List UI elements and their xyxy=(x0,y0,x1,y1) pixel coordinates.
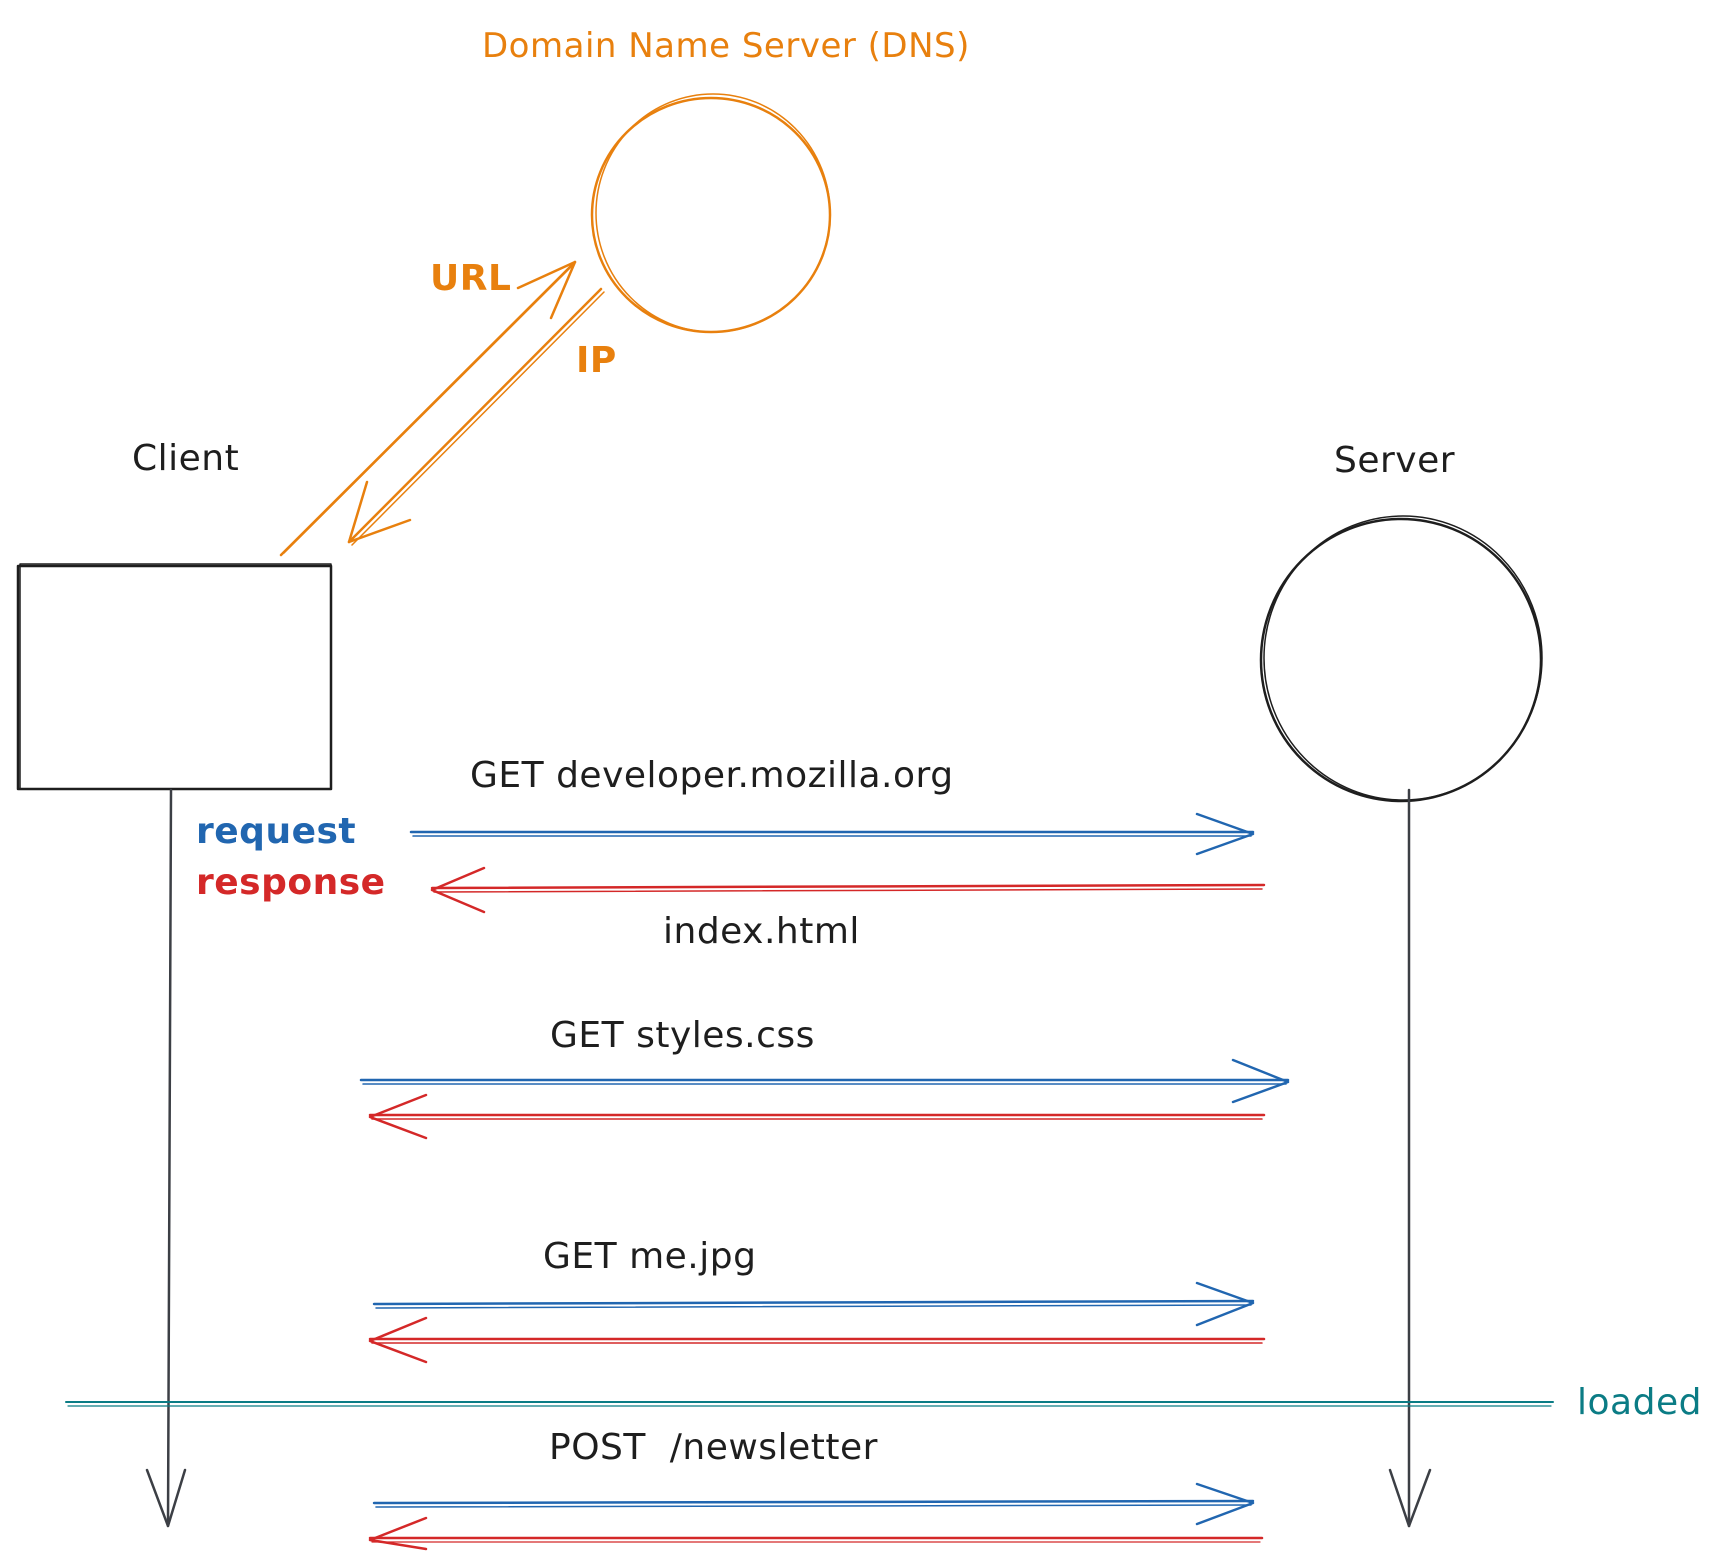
request-arrow-image xyxy=(372,1281,1255,1327)
response-arrow-newsletter xyxy=(368,1516,1264,1551)
client-box xyxy=(16,563,333,791)
dns-node xyxy=(590,93,832,334)
loaded-divider xyxy=(65,1401,1554,1407)
response-arrow-image xyxy=(368,1316,1266,1364)
request-arrow-styles xyxy=(359,1058,1290,1104)
client-label: Client xyxy=(132,438,239,479)
response-arrow-styles xyxy=(368,1093,1266,1140)
url-label: URL xyxy=(430,258,511,299)
request-arrow-newsletter xyxy=(372,1482,1255,1526)
server-lifeline xyxy=(1388,788,1432,1528)
loaded-label: loaded xyxy=(1577,1382,1702,1423)
ip-label: IP xyxy=(576,340,617,381)
server-label: Server xyxy=(1334,440,1455,481)
message-get-page-label: GET developer.mozilla.org xyxy=(470,755,954,796)
client-lifeline xyxy=(145,788,187,1528)
message-post-newsletter-label: POST /newsletter xyxy=(549,1427,878,1468)
legend-response: response xyxy=(196,862,386,903)
ip-arrow xyxy=(347,287,605,546)
request-arrow-page xyxy=(409,812,1255,856)
response-index-html-label: index.html xyxy=(663,911,860,952)
message-get-image-label: GET me.jpg xyxy=(543,1236,756,1277)
legend-request: request xyxy=(196,811,356,852)
response-arrow-page xyxy=(430,866,1266,914)
url-arrow xyxy=(279,260,577,557)
message-get-styles-label: GET styles.css xyxy=(550,1015,815,1056)
server-node xyxy=(1259,515,1543,803)
dns-title: Domain Name Server (DNS) xyxy=(482,26,970,66)
